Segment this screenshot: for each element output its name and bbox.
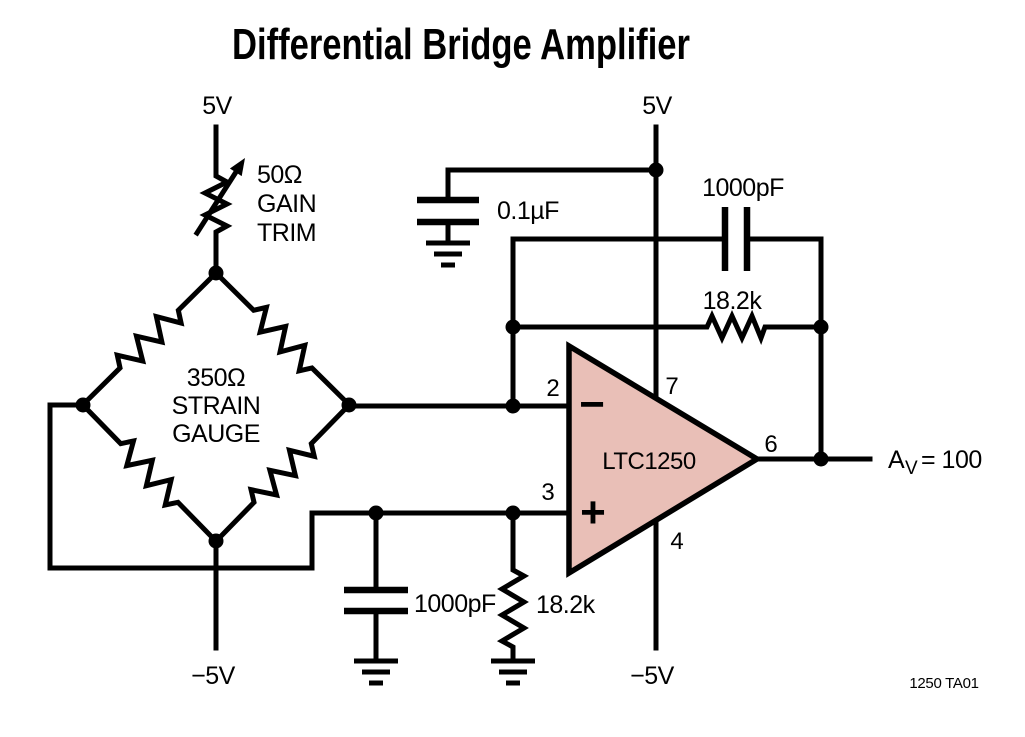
label-input-resistor: 18.2k [536, 591, 596, 619]
pin-label-6: 6 [764, 431, 777, 458]
junction-dot [648, 162, 664, 178]
feedback-capacitor [721, 207, 751, 271]
junction-dot [505, 398, 521, 414]
junction-dot [813, 319, 829, 335]
wire-left-tap [47, 402, 379, 571]
label-bypass-cap: 0.1µF [497, 197, 559, 225]
junction-dot [75, 397, 91, 413]
junction-dot [208, 265, 224, 281]
junction-dot [505, 505, 521, 521]
wires [47, 124, 873, 664]
figure-id: 1250 TA01 [909, 675, 978, 692]
pin-label-2: 2 [546, 375, 559, 402]
ground-bypass [426, 240, 470, 268]
label-gain-trim-line2: TRIM [257, 219, 316, 247]
arrow-shaft [193, 168, 240, 237]
junction-dots [75, 162, 829, 549]
gain-symbol: A [888, 446, 905, 474]
label-bridge-line2: GAUGE [172, 420, 260, 448]
gain-trim-arrow [193, 158, 245, 237]
pin-label-4: 4 [670, 528, 683, 555]
label-opamp-part: LTC1250 [602, 448, 696, 475]
label-feedback-resistor: 18.2k [703, 287, 763, 315]
label-supply-opamp-negative: −5V [630, 662, 675, 690]
pin-label-3: 3 [541, 479, 554, 506]
gain-value: = 100 [921, 446, 982, 474]
opamp-noninverting-symbol: + [580, 488, 606, 537]
output-gain-label: A V = 100 [888, 446, 982, 479]
label-bridge-value: 350Ω [187, 364, 245, 392]
junction-dot [368, 505, 384, 521]
label-gain-trim-value: 50Ω [257, 161, 302, 189]
diagram-title: Differential Bridge Amplifier [232, 20, 690, 69]
label-supply-bridge-top: 5V [202, 92, 232, 120]
arrow-head [229, 158, 245, 177]
bypass-capacitor [417, 196, 479, 226]
junction-dot [341, 397, 357, 413]
label-feedback-cap: 1000pF [702, 174, 784, 202]
label-supply-opamp-positive: 5V [642, 92, 672, 120]
wire-feedback-right [744, 236, 824, 462]
opamp-inverting-symbol: − [579, 380, 605, 429]
ground-input-resistor [491, 658, 535, 686]
junction-dot [208, 533, 224, 549]
bridge-resistor-bottom-right [212, 401, 353, 545]
bridge-resistors [79, 269, 353, 545]
junction-dot [813, 451, 829, 467]
wire-bypass-branch [445, 167, 659, 202]
wire-input-resistor [496, 510, 530, 664]
wire-gain-trim-branch [199, 124, 233, 277]
wire-feedback-resistor-row [510, 309, 824, 345]
gain-subscript: V [905, 458, 918, 479]
junction-dot [505, 319, 521, 335]
bridge-resistor-bottom-left [79, 401, 220, 545]
bridge-resistor-top-left [79, 269, 220, 409]
pin-label-7: 7 [665, 373, 678, 400]
opamp-triangle [566, 341, 763, 578]
bridge-resistor-top-right [212, 269, 353, 409]
label-gain-trim-line1: GAIN [257, 190, 316, 218]
label-supply-bridge-bottom: −5V [191, 662, 236, 690]
label-bridge-line1: STRAIN [172, 392, 261, 420]
input-filter-capacitor [344, 586, 408, 615]
ground-input-cap [354, 658, 398, 686]
label-input-cap: 1000pF [414, 590, 496, 618]
